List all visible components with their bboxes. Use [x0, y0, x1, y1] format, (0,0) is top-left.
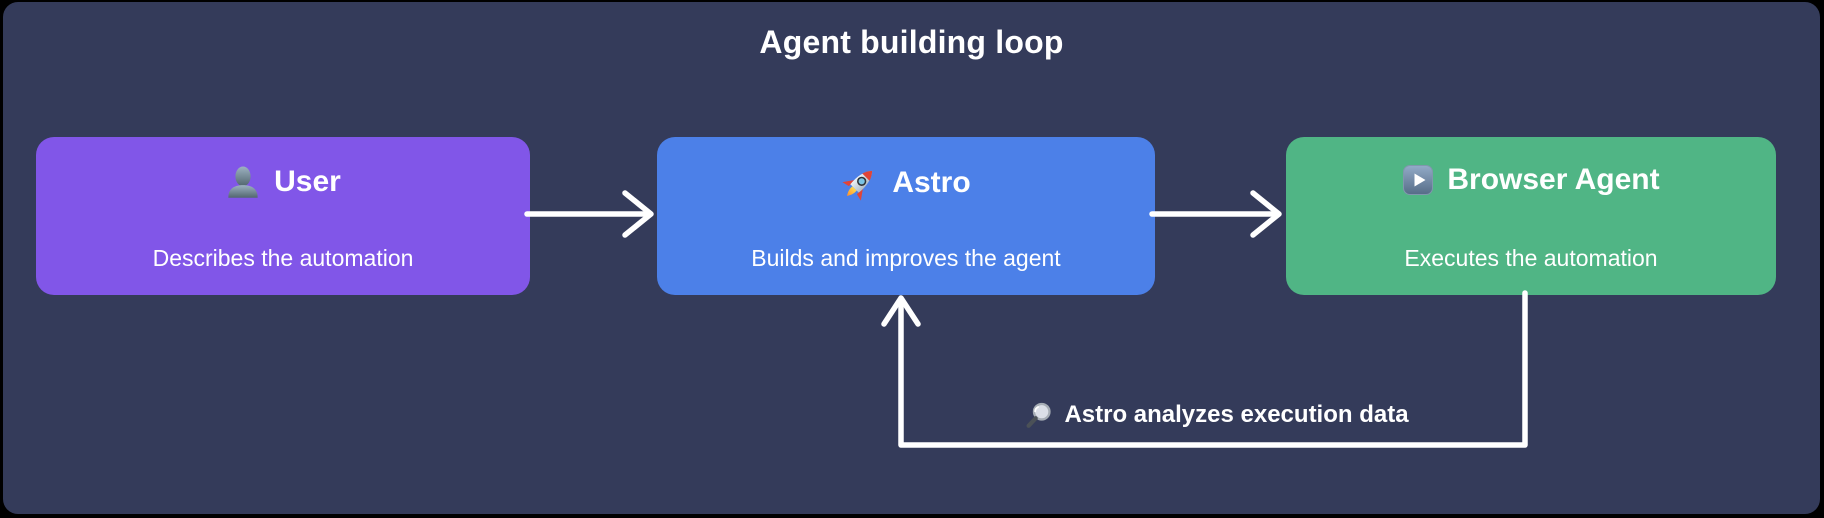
- diagram-title: Agent building loop: [759, 24, 1064, 60]
- feedback-label-text: Astro analyzes execution data: [1064, 401, 1409, 428]
- node-user: User Describes the automation: [36, 137, 530, 295]
- play-icon: [1402, 164, 1434, 196]
- node-browser-agent-title: Browser Agent: [1447, 163, 1660, 196]
- node-astro-header: Astro: [841, 164, 971, 202]
- magnifier-icon: [1023, 400, 1053, 430]
- node-browser-agent-header: Browser Agent: [1402, 163, 1660, 196]
- user-icon: [225, 164, 261, 200]
- node-browser-agent-subtitle: Executes the automation: [1404, 245, 1658, 271]
- node-user-title: User: [274, 165, 341, 198]
- node-user-subtitle: Describes the automation: [152, 245, 414, 271]
- node-astro-title: Astro: [892, 166, 971, 199]
- node-astro-subtitle: Builds and improves the agent: [751, 245, 1061, 271]
- feedback-label: Astro analyzes execution data: [1023, 400, 1409, 430]
- rocket-icon: [841, 164, 879, 202]
- node-astro: Astro Builds and improves the agent: [657, 137, 1155, 295]
- node-user-header: User: [225, 164, 341, 200]
- diagram-panel: Agent building loop: [3, 2, 1820, 514]
- node-browser-agent: Browser Agent Executes the automation: [1286, 137, 1776, 295]
